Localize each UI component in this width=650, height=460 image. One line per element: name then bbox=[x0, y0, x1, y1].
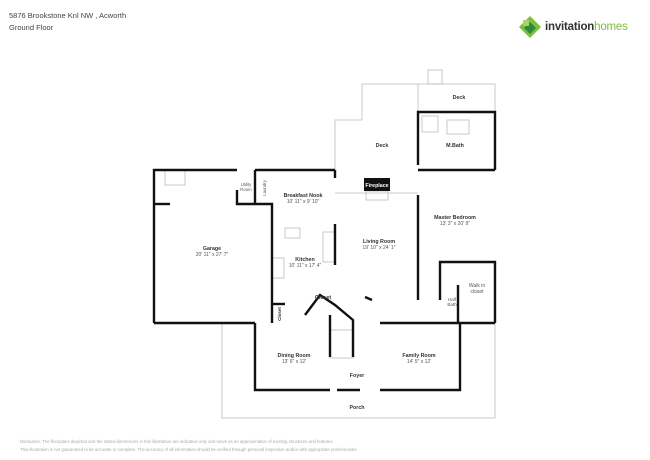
mbath-label: M.Bath bbox=[446, 143, 464, 149]
utility-label-2: Room bbox=[240, 187, 252, 192]
kitchen-dims: 10' 11" x 17' 4" bbox=[289, 263, 322, 269]
walkin-label: Walk in bbox=[469, 283, 485, 289]
dining-room-label: Dining Room bbox=[278, 353, 311, 359]
dining-room-dims: 13' 6" x 12' bbox=[282, 359, 306, 365]
porch-label: Porch bbox=[349, 405, 364, 411]
utility-label: Utility bbox=[241, 182, 252, 187]
garage-dims: 20' 11" x 27' 7" bbox=[196, 252, 229, 258]
living-room-label: Living Room bbox=[363, 239, 395, 245]
kitchen-label: Kitchen bbox=[295, 257, 314, 263]
family-room-label: Family Room bbox=[402, 353, 436, 359]
nook-dims: 10' 11" x 9' 10" bbox=[287, 199, 320, 205]
foyer-label: Foyer bbox=[350, 373, 364, 379]
logo-mark-icon bbox=[519, 16, 541, 38]
family-room-dims: 14' 5" x 12' bbox=[407, 359, 431, 365]
floor-label: Ground Floor bbox=[9, 23, 54, 32]
halfbath-label: Half bbox=[448, 297, 457, 302]
upper-deck-label: Deck bbox=[453, 95, 466, 101]
address: 5876 Brookstone Knl NW , Acworth bbox=[9, 11, 127, 20]
logo-text: invitationhomes bbox=[545, 21, 628, 33]
halfbath-label-2: Bath bbox=[447, 302, 457, 307]
disclaimer-line-2: This illustration is not guaranteed to b… bbox=[20, 447, 358, 452]
thin-outlines bbox=[164, 69, 496, 419]
walls bbox=[152, 110, 497, 392]
garage-closet-label: Closet bbox=[277, 307, 282, 321]
garage-label: Garage bbox=[203, 246, 221, 252]
nook-label: Breakfast Nook bbox=[284, 193, 323, 199]
logo: invitationhomes bbox=[519, 16, 628, 38]
master-bedroom-label: Master Bedroom bbox=[434, 215, 476, 221]
deck-label: Deck bbox=[376, 143, 389, 149]
closet-label: Closet bbox=[315, 295, 331, 301]
walkin-label-2: closet bbox=[470, 289, 484, 295]
living-room-dims: 19' 10" x 24' 1" bbox=[363, 245, 396, 251]
fireplace bbox=[364, 178, 390, 191]
fireplace-label: Fireplace bbox=[365, 183, 388, 189]
disclaimer-line-1: Disclaimer: The floorplans depicted and … bbox=[20, 439, 334, 444]
laundry-label: Laundry bbox=[262, 179, 267, 195]
master-bedroom-dims: 13' 3" x 20' 9" bbox=[440, 221, 470, 227]
